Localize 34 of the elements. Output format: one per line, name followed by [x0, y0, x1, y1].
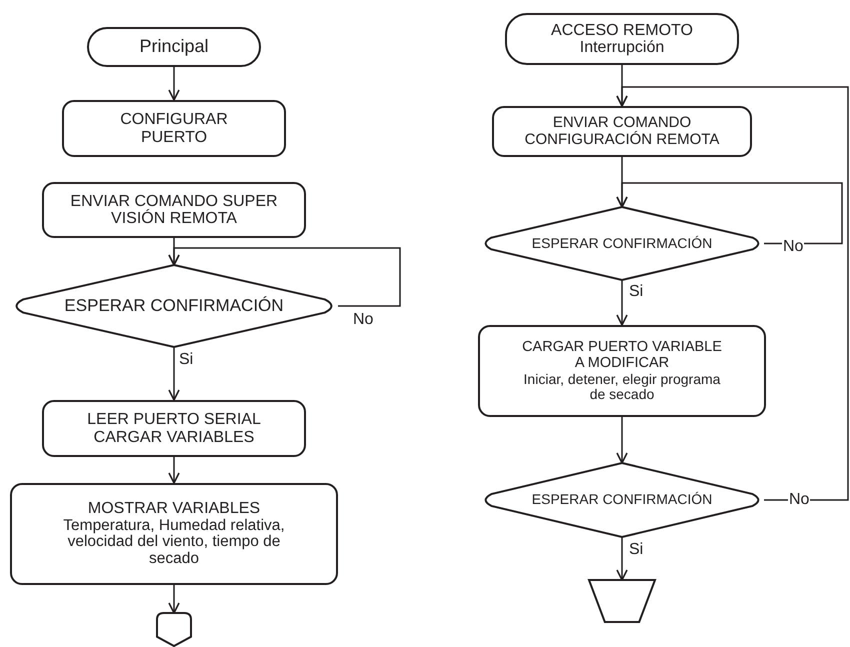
process-box — [478, 325, 766, 417]
arrow — [616, 86, 849, 501]
arrow — [168, 67, 180, 101]
arrow — [616, 280, 628, 326]
process-box — [42, 182, 306, 238]
step-text: CONFIGURAR PUERTO — [119, 111, 229, 146]
decision-text: ESPERAR CONFIRMACIÓN — [532, 236, 712, 252]
step-text: MOSTRAR VARIABLES — [88, 500, 260, 518]
arrow — [616, 417, 628, 464]
process-box — [10, 483, 338, 585]
process-box — [492, 106, 752, 157]
arrow — [168, 347, 180, 401]
arrow — [616, 537, 628, 581]
terminator-box — [505, 13, 739, 65]
step-text: Principal — [139, 37, 209, 57]
process-box — [42, 400, 306, 457]
step-text: Iniciar, detener, elegir programa de secado — [522, 372, 722, 402]
decision-text: ESPERAR CONFIRMACIÓN — [64, 296, 284, 316]
off-page-connector — [157, 613, 191, 646]
step-text: ACCESO REMOTO — [551, 22, 693, 39]
step-text: ENVIAR COMANDO SUPER VISIÓN REMOTA — [69, 192, 279, 228]
arrow — [168, 585, 180, 614]
step-text: Temperatura, Humedad relativa, velocidad del viento, tiempo de secado — [62, 518, 286, 568]
process-box — [62, 100, 286, 157]
arrow — [168, 457, 180, 484]
terminator-box — [87, 27, 261, 67]
step-text: LEER PUERTO SERIAL CARGAR VARIABLES — [86, 411, 262, 446]
arrow — [168, 247, 401, 307]
trapezoid-shape — [589, 580, 655, 622]
arrow — [616, 182, 843, 244]
step-text: ENVIAR COMANDO CONFIGURACIÓN REMOTA — [524, 115, 720, 148]
decision-text: ESPERAR CONFIRMACIÓN — [532, 492, 712, 508]
step-text: Interrupción — [580, 39, 664, 56]
step-text: CARGAR PUERTO VARIABLE A MODIFICAR — [522, 340, 722, 372]
